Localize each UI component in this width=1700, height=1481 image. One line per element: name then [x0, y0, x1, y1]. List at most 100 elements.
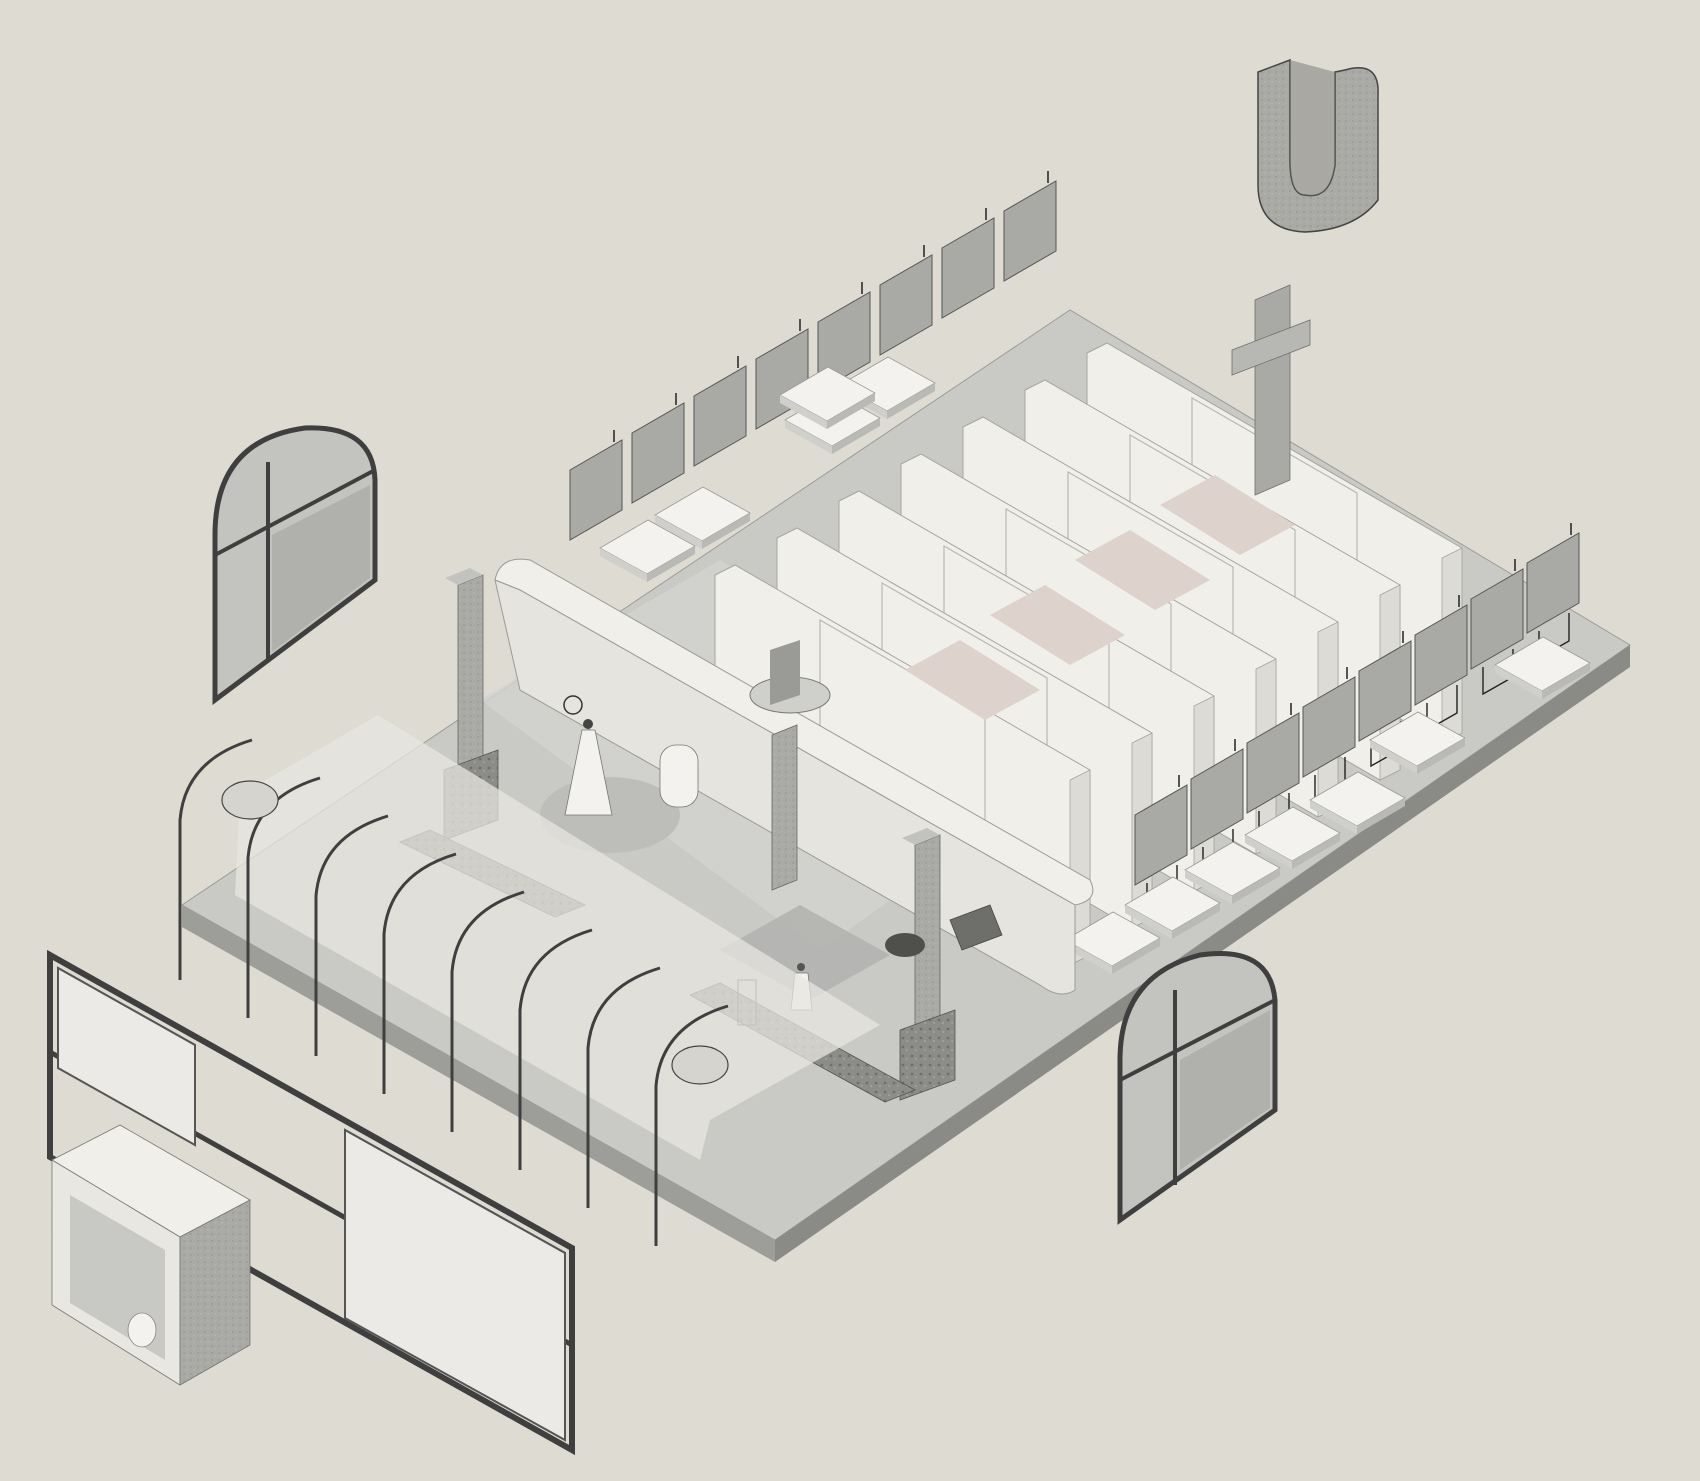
pink-floor-inlays	[905, 475, 1295, 720]
cushion-side	[1495, 665, 1542, 699]
floor-cushion	[779, 366, 876, 429]
round-side-table	[885, 933, 925, 957]
storefront-window	[57, 966, 196, 1147]
floor-cushion	[1309, 771, 1406, 834]
column-base	[899, 1009, 956, 1101]
cross-column	[1231, 284, 1311, 496]
gown-shape	[564, 729, 613, 816]
arched-window-left	[212, 425, 378, 705]
hanging-panel-face	[1246, 712, 1300, 814]
hanging-panels	[569, 171, 1580, 912]
vault-rib	[178, 738, 253, 980]
cushion-side	[785, 420, 832, 454]
hanging-panel-front	[1246, 703, 1300, 814]
cross-column-shaft	[1254, 284, 1291, 496]
hanging-panel-back	[569, 430, 623, 541]
cushion-side	[1542, 663, 1590, 699]
column-shaft	[771, 724, 798, 891]
floor-cushion	[1494, 636, 1591, 699]
round-display-pedestal	[659, 744, 699, 808]
panel-stand	[1426, 685, 1458, 732]
hanging-panel-face	[817, 291, 871, 393]
hanging-panel-back	[941, 208, 995, 319]
skylight-oval	[671, 1045, 729, 1085]
hanging-panel-face	[1526, 532, 1580, 634]
floor-cushion	[1064, 911, 1161, 974]
cushion-side	[1245, 835, 1292, 869]
storefront-large-frame	[47, 949, 575, 1456]
chandelier	[563, 695, 583, 715]
floor-rug-dark	[720, 905, 890, 1000]
column-right	[899, 828, 956, 1101]
cushion-side	[827, 393, 875, 429]
display-vase	[127, 1312, 157, 1348]
hanging-panel-face	[1414, 604, 1468, 706]
hanging-panel-front	[1190, 739, 1244, 850]
display-box-side	[179, 1199, 251, 1386]
floor-cushion	[1124, 876, 1221, 939]
mannequin-gown	[564, 719, 613, 816]
chair-seat	[949, 904, 1003, 951]
vault-ribs	[178, 738, 729, 1246]
hanging-panel-face	[1470, 568, 1524, 670]
column-cap	[445, 568, 483, 585]
column-middle	[771, 724, 798, 891]
hanging-panel-face	[941, 217, 995, 319]
cross-column-arm	[1231, 319, 1311, 376]
cushion-side	[1292, 833, 1340, 869]
cushion-side	[1172, 903, 1220, 939]
vault-rib	[518, 928, 593, 1170]
cushion-side	[702, 513, 750, 549]
pink-inlay	[905, 640, 1040, 720]
mannequin-head	[583, 719, 593, 729]
hanging-panel-front	[1414, 595, 1468, 706]
floor-cushion	[654, 486, 751, 549]
hanging-panel-face	[879, 254, 933, 356]
display-box	[51, 1124, 251, 1386]
cushion-side	[780, 395, 827, 429]
hanging-panel-front	[1470, 559, 1524, 670]
vault-canopy	[178, 715, 880, 1246]
cushion-side	[1112, 938, 1160, 974]
window-pane-shaded	[1180, 1010, 1270, 1170]
cushion-side	[1125, 905, 1172, 939]
vault-rib	[314, 814, 389, 1056]
pink-inlay	[990, 585, 1125, 665]
vault-rib	[450, 890, 525, 1132]
cushion-side	[887, 383, 935, 419]
hanging-panel-face	[1134, 784, 1188, 886]
cushion-side	[1370, 740, 1417, 774]
hanging-panel-face	[569, 439, 623, 541]
arched-window-right	[1117, 951, 1278, 1225]
curved-concrete-wall	[1257, 58, 1379, 233]
storefront-window	[344, 1128, 566, 1442]
hanging-panel-back	[1003, 171, 1057, 282]
hanging-panel-face	[1302, 676, 1356, 778]
column-cap	[902, 828, 940, 845]
floor-cushion	[599, 519, 696, 582]
hanging-panel-front	[1358, 631, 1412, 742]
floor-cushions	[599, 356, 1591, 974]
window-transom	[214, 468, 376, 557]
floor-slab-front-edge	[182, 905, 775, 1262]
vault-rib	[654, 1004, 729, 1246]
floor-cushion	[1244, 806, 1341, 869]
hanging-panel-face	[1190, 748, 1244, 850]
cushion-side	[647, 546, 695, 582]
cushion-side	[1185, 870, 1232, 904]
vault-rib	[382, 852, 457, 1094]
hanging-panel-back	[879, 245, 933, 356]
cushion-side	[832, 418, 880, 454]
hanging-panel-back	[631, 393, 685, 504]
vault-rib	[586, 966, 661, 1208]
hanging-panel-face	[1003, 180, 1057, 282]
skylight-oval	[221, 780, 279, 820]
window-transom	[1119, 998, 1276, 1082]
hanging-panel-face	[693, 365, 747, 467]
cushion-side	[1357, 798, 1405, 834]
floor-cushion	[1184, 841, 1281, 904]
floor-cushion	[1369, 711, 1466, 774]
vault-glass-surface	[235, 715, 880, 1160]
